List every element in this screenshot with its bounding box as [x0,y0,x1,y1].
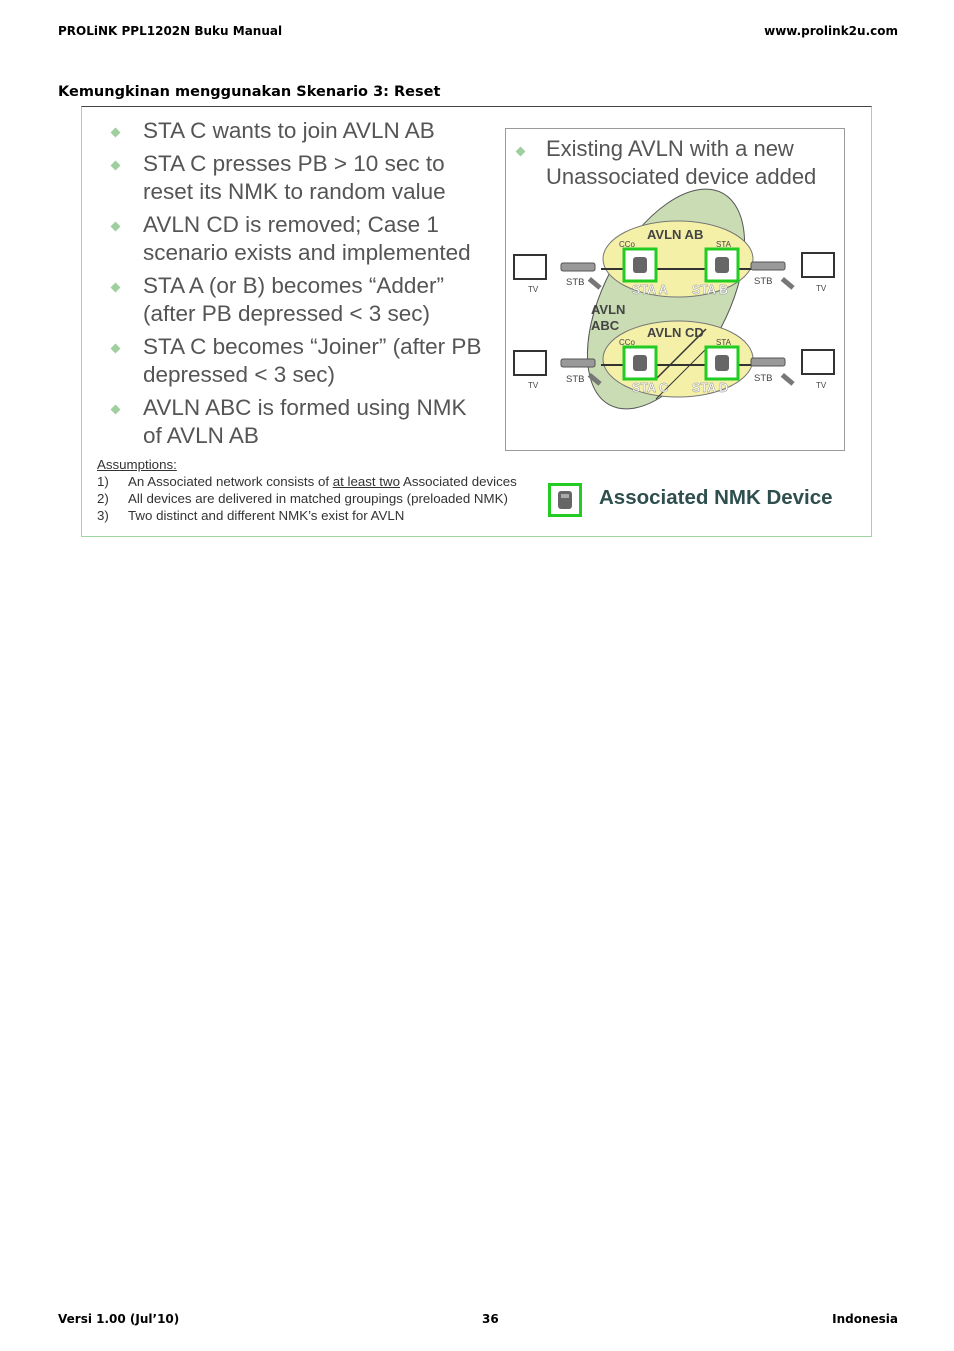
bullet-diamond-icon [110,221,121,232]
bullet-diamond-icon [110,282,121,293]
label-stb: STB [566,374,584,385]
scenario-slide: STA C wants to join AVLN AB STA C presse… [81,106,872,537]
label-stb: STB [754,373,772,384]
bullet-item: AVLN CD is removed; Case 1 scenario exis… [110,211,490,267]
assumption-item: 2) All devices are delivered in matched … [97,491,508,506]
label-tv: TV [528,381,539,390]
label-stb: STB [754,276,772,287]
tv-icon [513,252,835,376]
assumptions-block: Assumptions: 1) An Associated network co… [97,456,547,524]
footer-version: Versi 1.00 (Jul’10) [58,1312,180,1326]
bullet-item: STA C becomes “Joiner” (after PB depress… [110,333,490,389]
sta-a-device-icon [622,247,658,283]
diagram-caption: Existing AVLN with a new Unassociated de… [514,135,839,191]
assumptions-heading: Assumptions: [97,457,177,472]
header-title: PROLiNK PPL1202N Buku Manual [58,24,283,38]
bullet-item: AVLN ABC is formed using NMK of AVLN AB [110,394,490,450]
section-title: Kemungkinan menggunakan Skenario 3: Rese… [58,84,441,100]
bullet-item: STA C presses PB > 10 sec to reset its N… [110,150,490,206]
associated-device-icon [548,483,582,517]
bullet-item: STA A (or B) becomes “Adder” (after PB d… [110,272,490,328]
network-diagram: Existing AVLN with a new Unassociated de… [505,128,845,451]
label-sta-b: STA B [692,283,728,297]
assumption-item: 3) Two distinct and different NMK’s exis… [97,508,405,523]
stb-icon [560,261,786,368]
label-sta-c: STA C [632,381,668,395]
bullet-diamond-icon [110,127,121,138]
label-tv: TV [816,284,827,293]
header-url[interactable]: www.prolink2u.com [764,24,898,38]
label-avln-abc: ABC [591,318,620,333]
diagram-graphic: AVLN AB AVLN CD AVLN ABC CCo STA CCo STA… [513,188,835,410]
bullet-list: STA C wants to join AVLN AB STA C presse… [110,117,490,455]
label-sta-d: STA D [692,381,728,395]
label-stb: STB [566,277,584,288]
label-sta: STA [716,240,732,249]
sta-c-device-icon [622,345,658,381]
label-tv: TV [528,285,539,294]
bullet-diamond-icon [110,160,121,171]
label-avln-ab: AVLN AB [647,227,703,242]
label-sta: STA [716,338,732,347]
label-cco: CCo [619,338,636,347]
label-cco: CCo [619,240,636,249]
bullet-diamond-icon [110,343,121,354]
footer-language: Indonesia [832,1312,898,1326]
remote-icon [587,276,795,386]
bullet-item: STA C wants to join AVLN AB [110,117,490,145]
label-avln-cd: AVLN CD [647,325,704,340]
bullet-diamond-icon [110,404,121,415]
footer-page-number: 36 [482,1312,499,1326]
label-sta-a: STA A [632,283,668,297]
sta-b-device-icon [704,247,740,283]
assumption-item: 1) An Associated network consists of at … [97,474,517,489]
label-avln-abc: AVLN [591,302,625,317]
label-tv: TV [816,381,827,390]
legend-label: Associated NMK Device [599,486,833,509]
sta-d-device-icon [704,345,740,381]
